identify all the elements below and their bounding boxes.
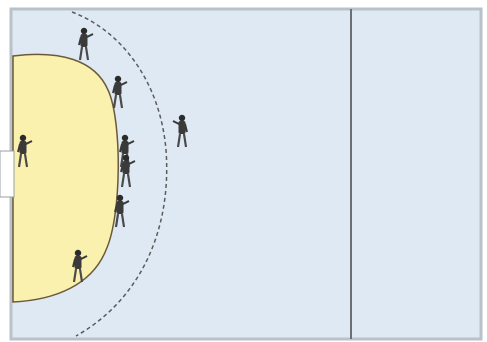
player-figure-part (17, 153, 23, 168)
player-figure-part (182, 133, 188, 148)
player-figure-part (25, 140, 33, 145)
player-figure-part (19, 141, 27, 154)
player-figure-part (122, 200, 130, 205)
player-figure-part (116, 201, 124, 214)
player-figure-part (80, 255, 88, 260)
player-figure-part (114, 213, 120, 228)
player-figure-part (120, 81, 128, 86)
player-figure-part (19, 134, 27, 142)
player-figure-part (78, 46, 84, 61)
defender-player-figure-icon (120, 154, 136, 188)
player-figure-part (112, 84, 116, 94)
player-figure-part (178, 121, 186, 134)
player-figure-part (126, 173, 132, 188)
player-figure-part (118, 94, 124, 109)
goalkeeper-player-figure-icon (17, 134, 33, 168)
player-figure-part (72, 268, 78, 283)
goal (0, 150, 15, 198)
attacker-player-figure-icon (172, 114, 188, 148)
defender-player-figure-icon (114, 194, 130, 228)
player-figure-part (74, 256, 82, 269)
player-figure-part (17, 143, 21, 153)
player-figure-part (114, 82, 122, 95)
player-figure-part (120, 213, 126, 228)
players-layer (17, 27, 188, 283)
player-figure-part (172, 120, 180, 125)
player-figure-part (121, 141, 129, 154)
player-figure-part (176, 133, 182, 148)
player-figure-part (119, 143, 123, 153)
player-figure-part (116, 194, 124, 202)
player-figure-part (122, 161, 130, 174)
player-figure-part (119, 153, 125, 168)
player-figure-part (74, 249, 82, 257)
player-figure-part (121, 134, 129, 142)
defender-player-figure-icon (72, 249, 88, 283)
player-figure-part (184, 123, 188, 133)
player-figure-part (78, 36, 82, 46)
defender-player-figure-icon (78, 27, 94, 61)
player-figure-part (78, 268, 84, 283)
player-figure-part (114, 75, 122, 83)
player-figure-part (128, 160, 136, 165)
player-figure-part (72, 258, 76, 268)
player-figure-part (120, 173, 126, 188)
goal-area (12, 53, 119, 303)
player-figure-part (127, 140, 135, 145)
player-figure-part (80, 34, 88, 47)
player-figure-part (23, 153, 29, 168)
player-figure-part (120, 163, 124, 173)
player-figure-part (112, 94, 118, 109)
player-figure-part (80, 27, 88, 35)
free-throw-line (71, 11, 168, 337)
player-figure-part (114, 203, 118, 213)
player-figure-part (178, 114, 186, 122)
player-figure-part (86, 33, 94, 38)
player-figure-part (122, 154, 130, 162)
player-figure-part (84, 46, 90, 61)
defender-player-figure-icon (112, 75, 128, 109)
